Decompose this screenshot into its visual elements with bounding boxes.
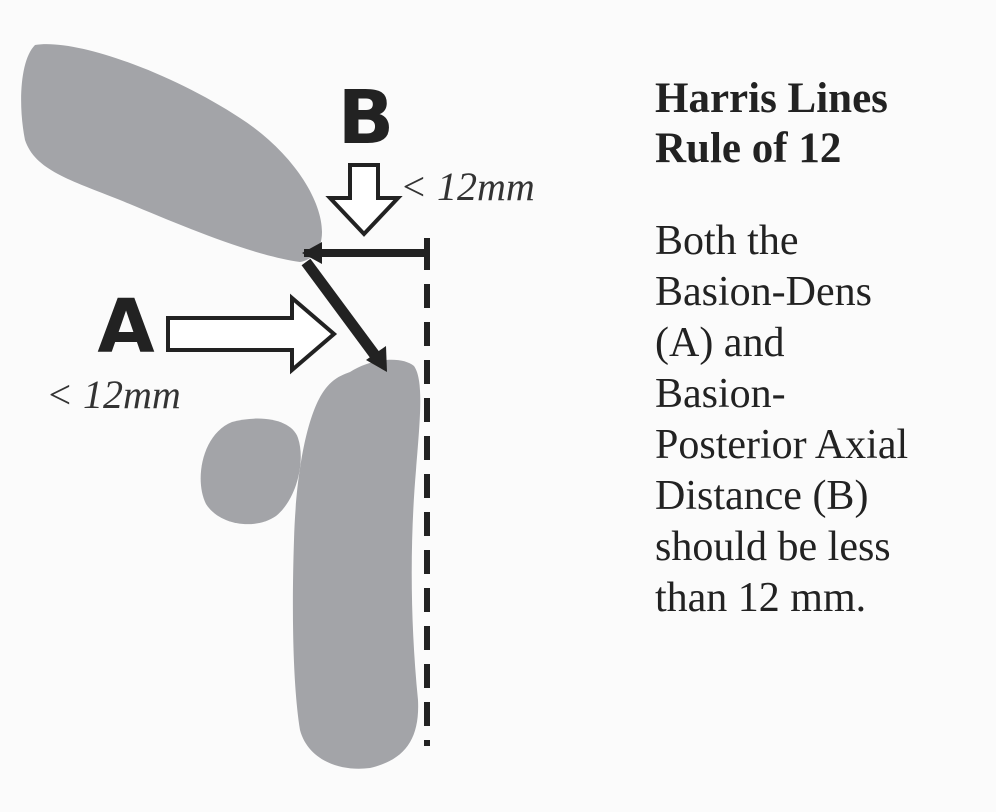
measurement-a-line xyxy=(301,258,385,366)
description-line: Basion- xyxy=(655,371,786,417)
explanation-panel: Harris Lines Rule of 12 Both the Basion-… xyxy=(655,74,985,624)
title-line: Harris Lines xyxy=(655,75,888,122)
pointer-arrow-a-icon xyxy=(166,293,338,375)
dens-axis-bone xyxy=(292,359,421,769)
atlas-anterior-arch xyxy=(200,418,301,525)
title-line: Rule of 12 xyxy=(655,125,842,172)
description-line: should be less xyxy=(655,524,891,570)
measurement-a-arrowhead xyxy=(366,346,387,372)
measurement-b-arrowhead xyxy=(302,242,322,264)
pointer-arrow-b-icon xyxy=(325,163,403,237)
description-line: Distance (B) xyxy=(655,473,869,519)
description-line: Basion-Dens xyxy=(655,269,872,315)
description-line: Posterior Axial xyxy=(655,422,909,468)
description-line: Both the xyxy=(655,218,799,264)
panel-description: Both the Basion-Dens (A) and Basion- Pos… xyxy=(655,216,985,624)
panel-title: Harris Lines Rule of 12 xyxy=(655,74,985,174)
measure-b-label: < 12mm xyxy=(400,164,535,209)
measure-a-label: < 12mm xyxy=(46,372,181,417)
basion-bone xyxy=(21,44,322,262)
label-b: B xyxy=(338,75,394,161)
label-a: A xyxy=(97,284,154,370)
description-line: than 12 mm. xyxy=(655,575,867,621)
description-line: (A) and xyxy=(655,320,785,366)
